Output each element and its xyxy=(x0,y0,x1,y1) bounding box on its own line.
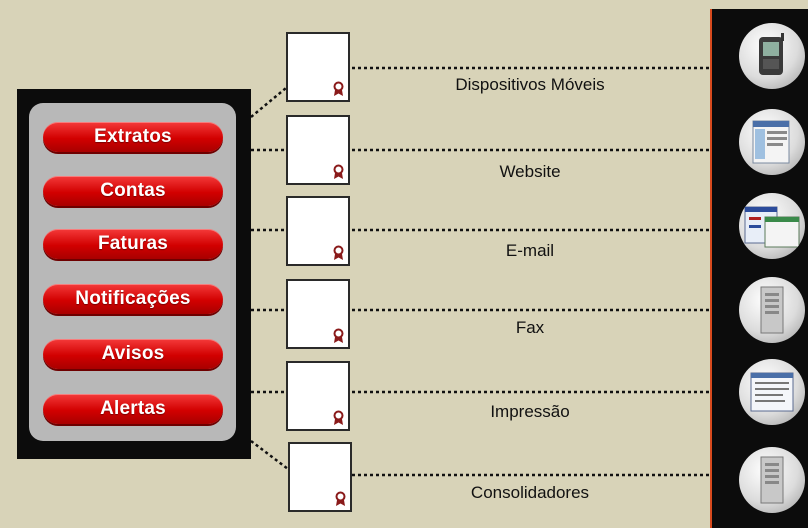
notificacoes-button[interactable]: Notificações xyxy=(43,284,223,314)
extratos-button[interactable]: Extratos xyxy=(43,122,223,152)
seal-icon xyxy=(333,81,344,96)
channel-label: Fax xyxy=(515,318,545,337)
email-icon xyxy=(739,193,805,259)
alertas-button[interactable]: Alertas xyxy=(43,394,223,424)
channel-label: Impressão xyxy=(490,402,570,421)
document-types-inner xyxy=(29,103,236,441)
faturas-button[interactable]: Faturas xyxy=(43,229,223,259)
channel-label: E-mail xyxy=(505,241,555,260)
seal-icon xyxy=(333,245,344,260)
printed-document-icon xyxy=(739,359,805,425)
channel-label: Website xyxy=(499,162,561,181)
document-card xyxy=(286,196,350,266)
document-card xyxy=(286,361,350,431)
connector-top-diagonal xyxy=(250,87,287,118)
mobile-device-icon xyxy=(739,23,805,89)
document-card xyxy=(286,279,350,349)
channel-label: Consolidadores xyxy=(470,483,590,502)
channels-panel xyxy=(710,9,808,528)
document-card xyxy=(286,115,350,185)
seal-icon xyxy=(333,164,344,179)
seal-icon xyxy=(333,410,344,425)
contas-button[interactable]: Contas xyxy=(43,176,223,206)
seal-icon xyxy=(335,491,346,506)
document-card xyxy=(286,32,350,102)
fax-server-icon xyxy=(739,277,805,343)
website-icon xyxy=(739,109,805,175)
document-card xyxy=(288,442,352,512)
seal-icon xyxy=(333,328,344,343)
consolidator-server-icon xyxy=(739,447,805,513)
avisos-button[interactable]: Avisos xyxy=(43,339,223,369)
channel-label: Dispositivos Móveis xyxy=(455,75,605,94)
connector-bottom-diagonal xyxy=(250,440,289,470)
